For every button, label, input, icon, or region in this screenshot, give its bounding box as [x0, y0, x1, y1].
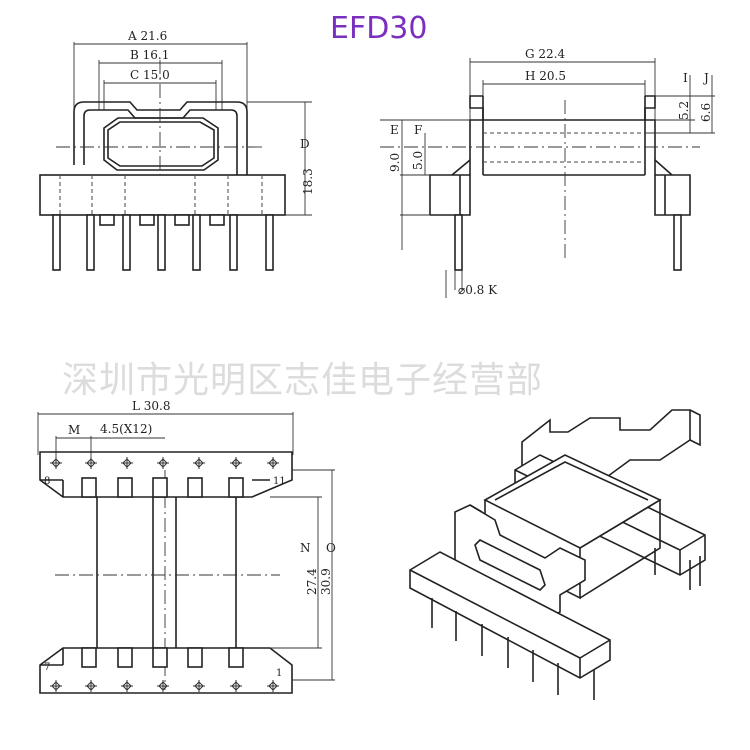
- isometric-view: [409, 409, 706, 700]
- dim-e-value: 9.0: [388, 153, 402, 172]
- pin-label-11: 11: [273, 476, 286, 487]
- dim-a-label: A 21.6: [127, 29, 167, 43]
- dim-f-value: 5.0: [411, 151, 425, 170]
- dim-i-value: 5.2: [677, 101, 691, 120]
- pin-label-7: 7: [44, 662, 50, 673]
- dim-e-letter: E: [390, 123, 399, 137]
- dim-n-letter: N: [300, 541, 311, 555]
- dim-o-letter: O: [326, 541, 336, 555]
- dim-h-label: H 20.5: [525, 69, 566, 83]
- watermark-text: 深圳市光明区志佳电子经营部: [62, 360, 543, 401]
- bottom-view: L 30.8 M 4.5(X12): [37, 399, 336, 694]
- dim-i-letter: I: [683, 71, 688, 85]
- side-view: G 22.4 H 20.5 E F 9.0: [380, 47, 715, 298]
- dim-m-letter: M: [68, 423, 80, 437]
- dim-l-label: L 30.8: [132, 399, 171, 413]
- dim-k-label: ⌀0.8 K: [458, 283, 498, 297]
- dim-d-value: 18.3: [301, 168, 315, 195]
- dim-n-value: 27.4: [305, 568, 319, 595]
- pin-label-1: 1: [276, 668, 282, 679]
- dim-j-value: 6.6: [699, 103, 713, 122]
- dim-j-letter: J: [702, 71, 709, 85]
- front-view: A 21.6 B 16.1 C 15.0: [39, 29, 315, 271]
- pin-label-8: 8: [44, 476, 50, 487]
- dim-b-label: B 16.1: [130, 48, 169, 62]
- dim-pitch-label: 4.5(X12): [100, 422, 152, 436]
- dim-f-letter: F: [414, 123, 422, 137]
- dim-o-value: 30.9: [319, 568, 333, 595]
- drawing-title: EFD30: [330, 11, 428, 46]
- dim-d-letter: D: [300, 137, 310, 151]
- dim-c-label: C 15.0: [130, 68, 170, 82]
- dim-g-label: G 22.4: [525, 47, 565, 61]
